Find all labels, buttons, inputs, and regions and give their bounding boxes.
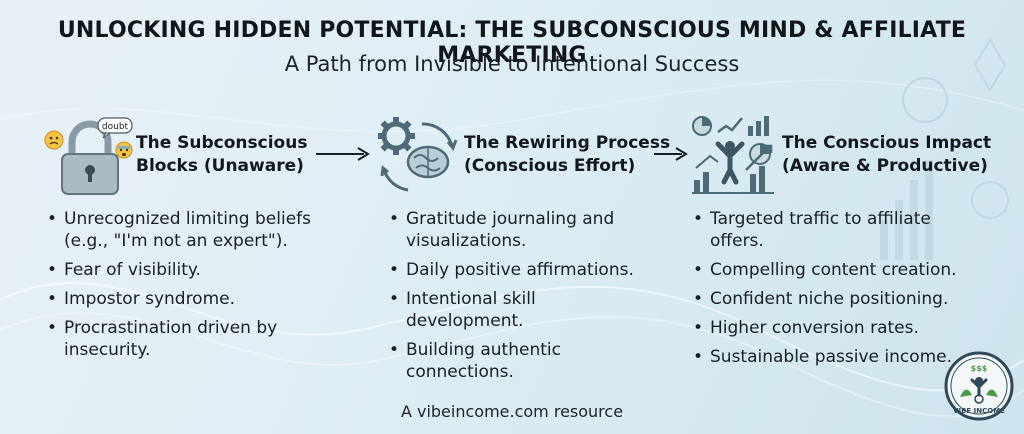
list-item: Procrastination driven by insecurity. (44, 317, 334, 361)
list-item: Gratitude journaling and visualizations. (386, 208, 656, 252)
arrow-right-icon (654, 147, 688, 161)
brain-gear-icon (378, 117, 458, 192)
list-item: Higher conversion rates. (690, 317, 960, 339)
column-title-line1: The Rewiring Process (464, 133, 671, 153)
page-subtitle: A Path from Invisible to Intentional Suc… (284, 52, 740, 76)
column-title: The Rewiring Process (Conscious Effort) (464, 132, 670, 178)
list-item: Sustainable passive income. (690, 346, 960, 368)
footer-credit: A vibeincome.com resource (400, 402, 624, 421)
column-bullet-list: Unrecognized limiting beliefs (e.g., "I'… (44, 208, 334, 361)
list-item: Impostor syndrome. (44, 288, 334, 310)
list-item: Daily positive affirmations. (386, 259, 656, 281)
page-title: UNLOCKING HIDDEN POTENTIAL: THE SUBCONSC… (57, 18, 967, 68)
column-title-line2: (Aware & Productive) (782, 156, 988, 176)
column-title-line1: The Conscious Impact (782, 133, 992, 153)
column-bullet-list: Gratitude journaling and visualizations.… (386, 208, 656, 383)
list-item: Targeted traffic to affiliate offers. (690, 208, 960, 252)
column-bullet-list: Targeted traffic to affiliate offers. Co… (690, 208, 960, 368)
column-header: doubt The Subconscious Blocks (Unaware) (44, 114, 344, 196)
column-conscious-impact: The Conscious Impact (Aware & Productive… (690, 114, 1000, 375)
list-item: Unrecognized limiting beliefs (e.g., "I'… (44, 208, 334, 252)
logo-money-text: $$$ (971, 364, 988, 373)
column-title-line2: (Conscious Effort) (464, 156, 636, 176)
logo-brand-text: VIBE INCOME (953, 407, 1005, 415)
column-header: The Rewiring Process (Conscious Effort) (378, 114, 678, 196)
column-header: The Conscious Impact (Aware & Productive… (690, 114, 1000, 196)
list-item: Compelling content creation. (690, 259, 960, 281)
list-item: Confident niche positioning. (690, 288, 960, 310)
list-item: Building authentic connections. (386, 339, 656, 383)
column-title: The Conscious Impact (Aware & Productive… (782, 132, 991, 178)
arrow-right-icon (316, 147, 370, 161)
padlock-icon: doubt (44, 117, 133, 195)
column-rewiring-process: The Rewiring Process (Conscious Effort) … (378, 114, 678, 390)
column-subconscious-blocks: doubt The Subconscious Blocks (Unaware) … (44, 114, 344, 368)
growth-chart-icon (692, 116, 774, 194)
doubt-badge-text: doubt (102, 122, 129, 132)
vibe-income-logo: $$$ VIBE INCOME (944, 351, 1014, 421)
column-title-line2: Blocks (Unaware) (136, 156, 304, 176)
list-item: Fear of visibility. (44, 259, 334, 281)
column-title-line1: The Subconscious (136, 133, 308, 153)
list-item: Intentional skill development. (386, 288, 656, 332)
column-title: The Subconscious Blocks (Unaware) (136, 132, 307, 178)
